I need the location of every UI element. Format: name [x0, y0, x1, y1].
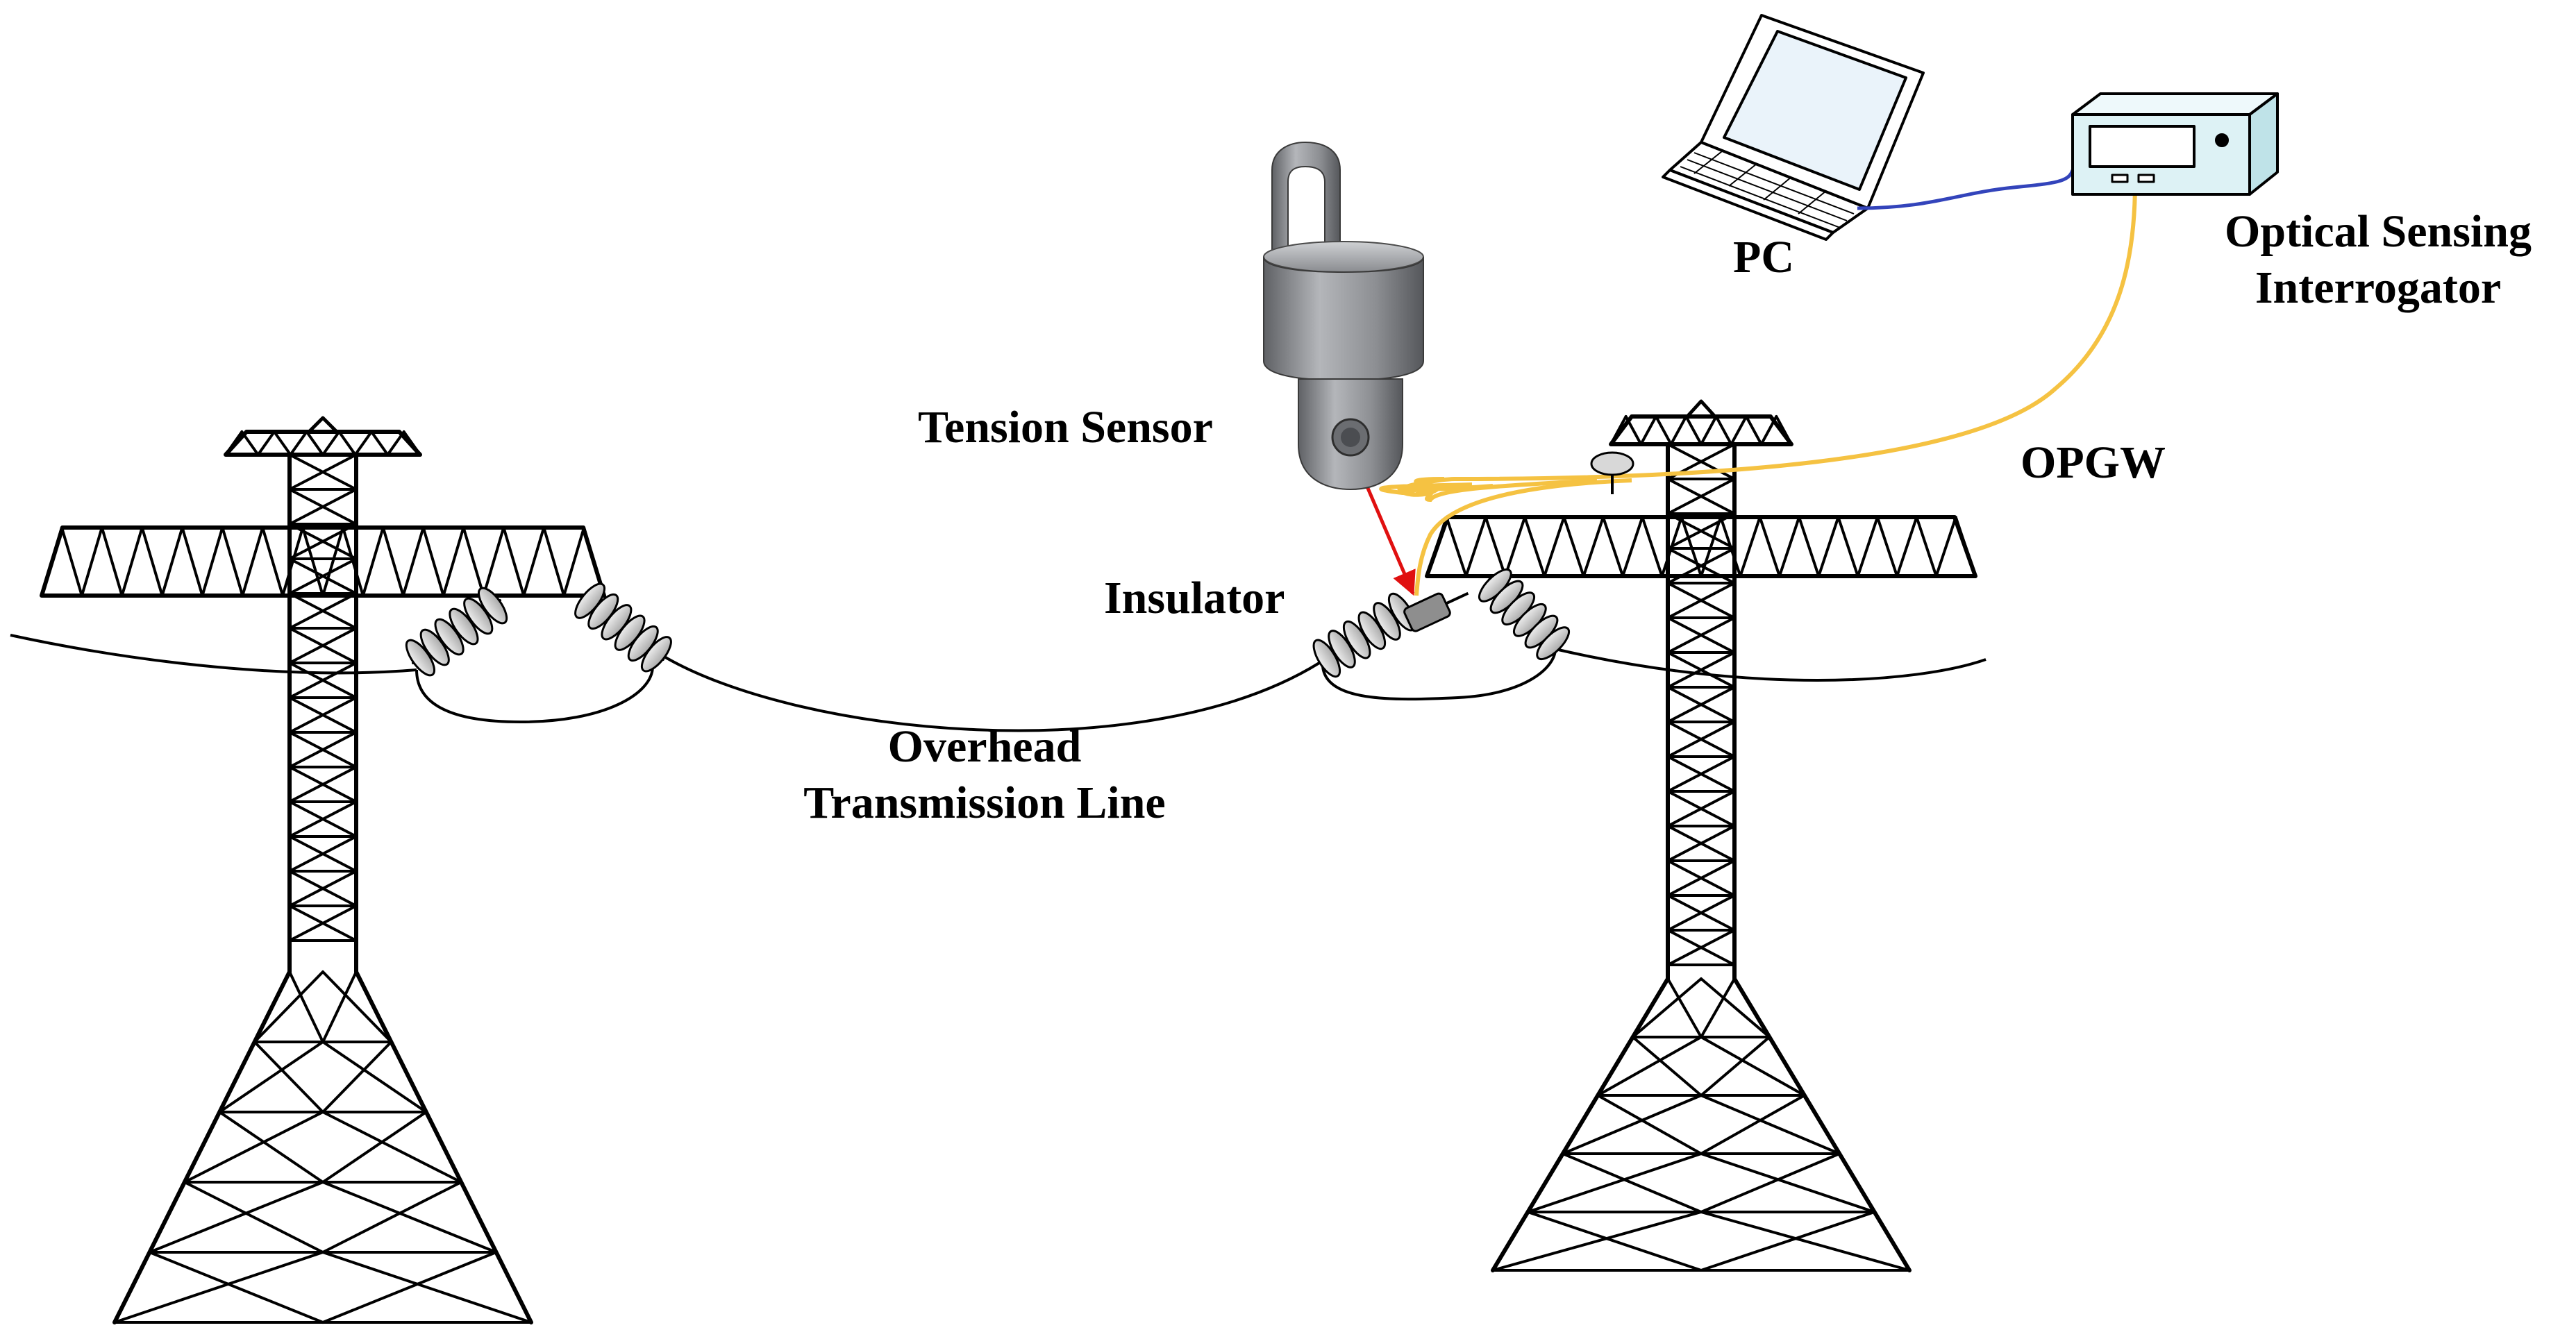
- transmission-line: [10, 634, 1987, 732]
- line-label-line1: Overhead: [888, 721, 1082, 772]
- insulator-label: Insulator: [1104, 573, 1285, 623]
- tension-sensor-label: Tension Sensor: [918, 402, 1213, 453]
- pc-cable: [1857, 169, 2075, 210]
- conductor-left-outer: [10, 634, 417, 675]
- line-label-line2: Transmission Line: [803, 777, 1165, 828]
- conductor-main-span: [662, 655, 1321, 732]
- conductor-right-jumper: [1321, 648, 1557, 701]
- interrogator-label-line1: Optical Sensing: [2225, 206, 2532, 257]
- interrogator-label-line2: Interrogator: [2255, 262, 2501, 313]
- transmission-tower-right: [1425, 399, 1977, 1272]
- opgw-fiber-down: [1397, 478, 1598, 503]
- insulator-icon: [405, 587, 508, 677]
- insulator-strings: [405, 568, 1571, 678]
- sensor-pointer-arrow: [1359, 471, 1416, 596]
- fiber-clamp-icon: [1590, 451, 1634, 494]
- tension-sensor-icon: [1263, 141, 1424, 491]
- conductor-right-outer: [1555, 648, 1987, 682]
- insulator-icon: [574, 582, 672, 673]
- opgw-to-sensor: [1414, 478, 1632, 596]
- transmission-tower-left: [40, 416, 606, 1324]
- pc-label: PC: [1733, 232, 1794, 283]
- opgw-label: OPGW: [2021, 437, 2166, 488]
- interrogator-device-icon: [2071, 92, 2279, 196]
- conductor-left-jumper: [415, 666, 654, 724]
- laptop-icon: [1662, 14, 1925, 241]
- tension-sensor-fitting-icon: [1403, 591, 1469, 632]
- insulator-icon: [1478, 568, 1571, 661]
- insulator-icon: [1312, 592, 1416, 678]
